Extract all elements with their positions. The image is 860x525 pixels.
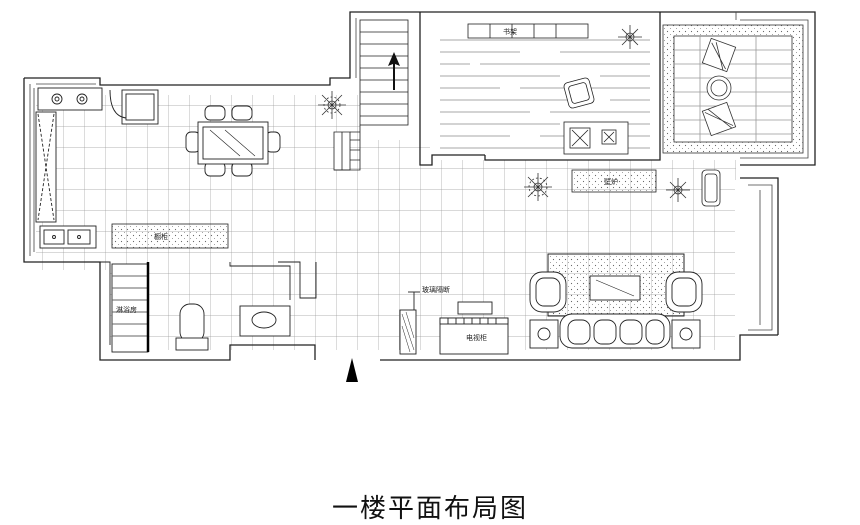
glass-partition — [399, 291, 420, 355]
tv-cabinet-label: 电视柜 — [466, 333, 487, 342]
up-arrow-icon — [388, 52, 400, 90]
floor-plan: 书架 壁炉 橱柜 — [23, 11, 816, 382]
living-room-sofa — [529, 253, 703, 349]
partition-label: 玻璃隔断 — [422, 285, 450, 294]
dining-table — [185, 105, 281, 177]
fireplace-label: 壁炉 — [604, 177, 618, 186]
patio — [662, 24, 804, 154]
tv-cabinet — [439, 301, 509, 355]
desk — [563, 77, 629, 155]
study-room — [440, 39, 650, 149]
walls — [23, 11, 816, 361]
bathroom — [100, 261, 317, 353]
cabinet-label: 橱柜 — [154, 232, 168, 241]
cabinet-right — [701, 169, 721, 207]
fireplace — [571, 169, 657, 193]
plant-icon — [318, 25, 690, 202]
kitchen-counter — [111, 223, 229, 249]
shower-label: 淋浴房 — [116, 305, 137, 314]
page-title: 一楼平面布局图 — [331, 494, 528, 524]
staircase — [333, 19, 409, 171]
bookshelf-label: 书架 — [503, 27, 517, 36]
entry-arrow-icon — [346, 358, 358, 382]
kitchen — [35, 87, 159, 249]
bookshelf — [467, 23, 589, 39]
